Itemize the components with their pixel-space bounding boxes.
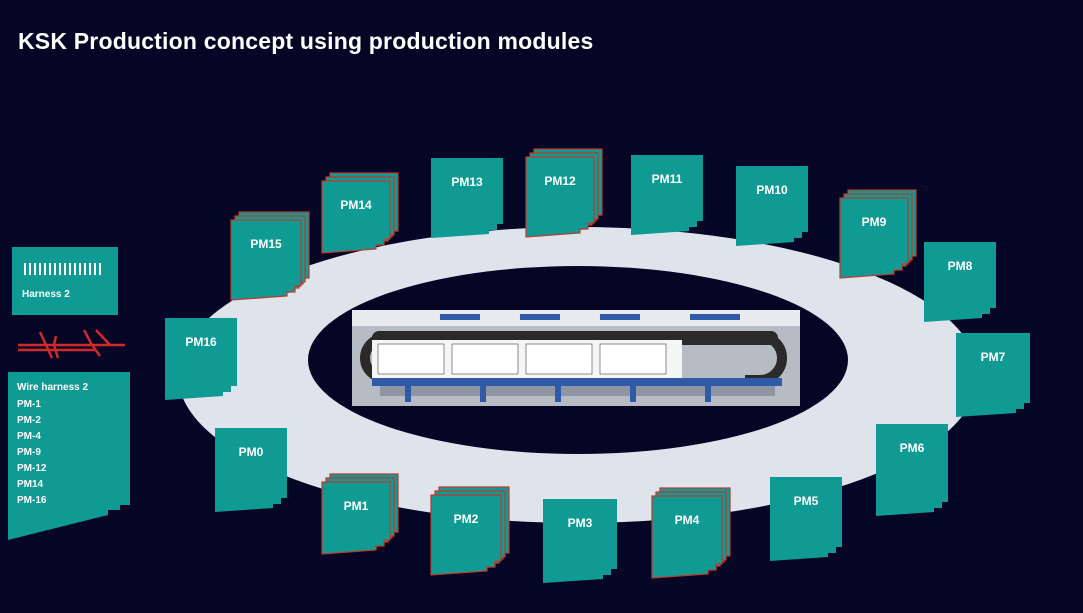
module-card: PM2 (430, 486, 510, 576)
module-stack-sheet (525, 156, 595, 238)
harness-label: Harness 2 (22, 289, 70, 300)
module-stack-sheet (430, 494, 502, 576)
module-label: PM7 (981, 350, 1006, 364)
module-stack-sheet (321, 180, 391, 254)
module-label: PM6 (900, 441, 925, 455)
module-sheet (631, 155, 703, 235)
wire-list-item: PM14 (17, 479, 44, 490)
module-label: PM11 (652, 172, 683, 186)
wire-list-item: PM-9 (17, 447, 41, 458)
module-label: PM9 (862, 215, 887, 229)
module-label: PM3 (568, 516, 593, 530)
module-label: PM8 (948, 259, 973, 273)
module-label: PM15 (250, 237, 282, 251)
module-card: PM5 (770, 477, 842, 561)
wire-harness-icon (18, 329, 125, 359)
module-sheet (770, 477, 842, 561)
module-card: PM4 (651, 487, 731, 579)
module-sheet (431, 158, 503, 238)
module-sheet (736, 166, 808, 246)
module-card: PM16 (165, 318, 237, 400)
module-card: PM3 (543, 499, 617, 583)
module-label: PM0 (239, 445, 264, 459)
module-card: PM1 (321, 473, 399, 555)
module-sheet (165, 318, 237, 400)
wire-list-card: Wire harness 2 PM-1PM-2PM-4PM-9PM-12PM14… (8, 372, 130, 540)
module-card: PM8 (924, 242, 996, 322)
production-line-photo (352, 310, 800, 406)
module-label: PM5 (794, 494, 819, 508)
module-card: PM14 (321, 172, 399, 254)
module-stack-sheet (651, 495, 723, 579)
module-card: PM12 (525, 148, 603, 238)
module-sheet (924, 242, 996, 322)
module-card: PM0 (215, 428, 287, 512)
module-stack-sheet (321, 481, 391, 555)
module-label: PM12 (544, 174, 576, 188)
module-sheet (876, 424, 948, 516)
harness-card: Harness 2 (12, 247, 118, 315)
module-label: PM13 (451, 175, 483, 189)
module-label: PM14 (340, 198, 372, 212)
wire-list-item: PM-16 (17, 495, 47, 506)
module-card: PM15 (230, 211, 310, 301)
module-label: PM10 (756, 183, 788, 197)
module-label: PM16 (185, 335, 217, 349)
module-sheet (543, 499, 617, 583)
module-card: PM6 (876, 424, 948, 516)
module-card: PM9 (839, 189, 917, 279)
page-title: KSK Production concept using production … (18, 28, 594, 54)
module-card: PM10 (736, 166, 808, 246)
wire-list-item: PM-12 (17, 463, 47, 474)
module-stack-sheet (839, 197, 909, 279)
wire-list-item: PM-4 (17, 431, 41, 442)
wire-list-item: PM-2 (17, 415, 41, 426)
module-label: PM4 (675, 513, 700, 527)
module-label: PM2 (454, 512, 479, 526)
wire-list-item: PM-1 (17, 399, 41, 410)
module-stack-sheet (230, 219, 302, 301)
module-card: PM11 (631, 155, 703, 235)
module-label: PM1 (344, 499, 369, 513)
module-sheet (956, 333, 1030, 417)
module-sheet (215, 428, 287, 512)
module-card: PM7 (956, 333, 1030, 417)
wire-list-title: Wire harness 2 (17, 382, 88, 393)
barcode-icon (24, 263, 101, 275)
module-card: PM13 (431, 158, 503, 238)
